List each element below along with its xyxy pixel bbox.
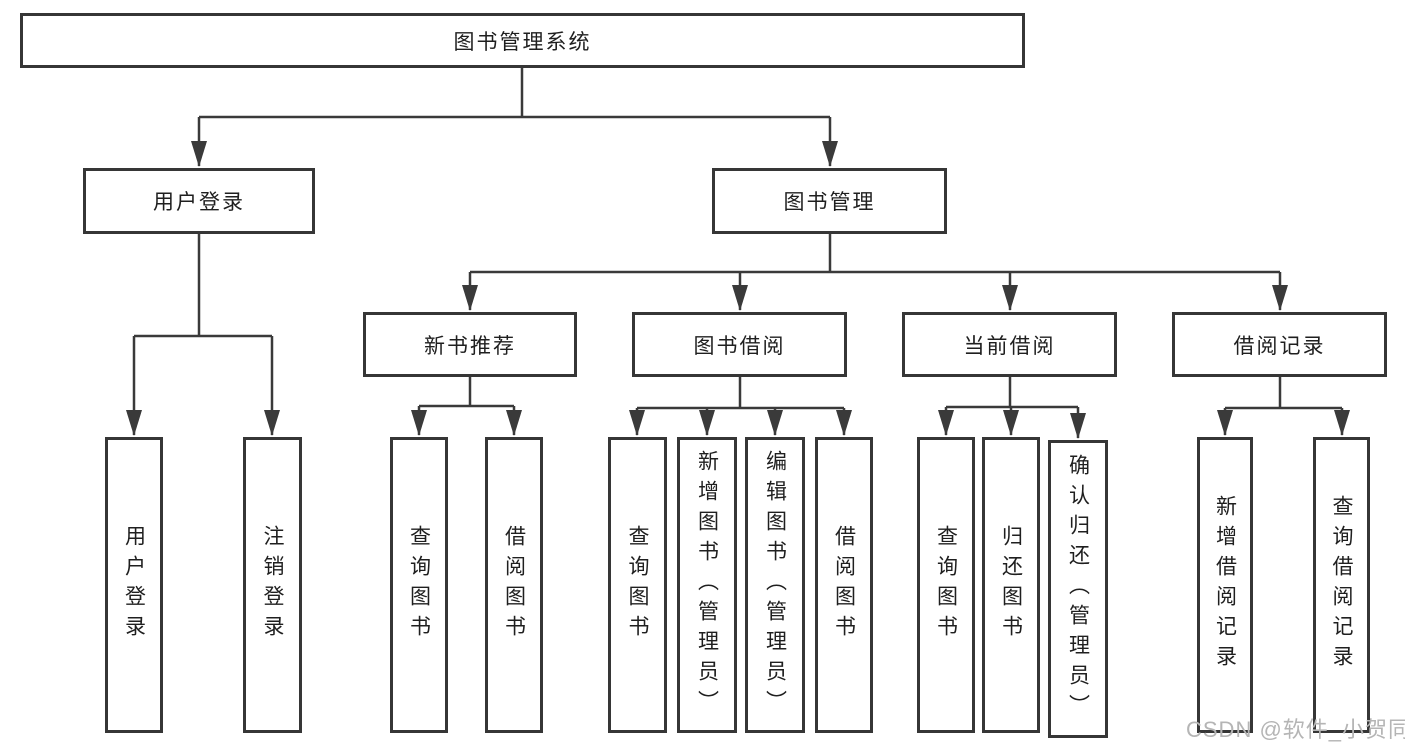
leaf-logout: 注销登录 bbox=[243, 437, 302, 733]
leaf-user-login-label: 用户登录 bbox=[122, 525, 146, 645]
leaf-query-borrow-record-label: 查询借阅记录 bbox=[1330, 495, 1353, 675]
leaf-return-books: 归还图书 bbox=[982, 437, 1040, 733]
connector-book-mgmt-split bbox=[470, 234, 1280, 274]
leaf-query-books-recommend: 查询图书 bbox=[390, 437, 448, 733]
connector-user-login-split bbox=[134, 234, 272, 338]
node-book-borrowing: 图书借阅 bbox=[632, 312, 847, 377]
leaf-logout-label: 注销登录 bbox=[261, 525, 284, 645]
leaf-borrow-books-recommend-label: 借阅图书 bbox=[502, 525, 526, 645]
leaf-confirm-return-admin: 确认归还（管理员） bbox=[1048, 440, 1108, 738]
leaf-add-borrow-record-label: 新增借阅记录 bbox=[1213, 495, 1237, 675]
leaf-query-books-borrowing: 查询图书 bbox=[608, 437, 667, 733]
leaf-query-books-current: 查询图书 bbox=[917, 437, 975, 733]
csdn-watermark: CSDN @软件_小贺同学 bbox=[1186, 717, 1405, 742]
leaf-query-books-borrowing-label: 查询图书 bbox=[626, 525, 649, 645]
leaf-edit-books-admin: 编辑图书（管理员） bbox=[745, 437, 805, 733]
connector-new-book-split bbox=[419, 377, 514, 408]
leaf-query-borrow-record: 查询借阅记录 bbox=[1313, 437, 1370, 733]
leaf-borrow-books-recommend: 借阅图书 bbox=[485, 437, 543, 733]
leaf-borrow-books-label: 借阅图书 bbox=[832, 525, 856, 645]
connector-book-borrow-split bbox=[637, 377, 844, 410]
leaf-add-borrow-record: 新增借阅记录 bbox=[1197, 437, 1253, 733]
connector-current-borrow-split bbox=[946, 377, 1078, 409]
leaf-add-books-admin-label: 新增图书（管理员） bbox=[695, 450, 719, 720]
node-new-book-recommend-label: 新书推荐 bbox=[424, 334, 516, 358]
node-current-borrowing-label: 当前借阅 bbox=[963, 334, 1056, 358]
node-book-management: 图书管理 bbox=[712, 168, 947, 234]
leaf-user-login: 用户登录 bbox=[105, 437, 163, 733]
leaf-return-books-label: 归还图书 bbox=[999, 525, 1023, 645]
node-book-management-system-label: 图书管理系统 bbox=[453, 30, 592, 54]
node-user-login: 用户登录 bbox=[83, 168, 315, 234]
leaf-query-books-recommend-label: 查询图书 bbox=[407, 525, 431, 645]
leaf-confirm-return-admin-label: 确认归还（管理员） bbox=[1066, 454, 1090, 724]
leaf-borrow-books: 借阅图书 bbox=[815, 437, 873, 733]
node-borrowing-records-label: 借阅记录 bbox=[1233, 334, 1326, 358]
node-borrowing-records: 借阅记录 bbox=[1172, 312, 1387, 377]
leaf-query-books-current-label: 查询图书 bbox=[934, 525, 958, 645]
node-user-login-label: 用户登录 bbox=[153, 191, 245, 214]
node-book-borrowing-label: 图书借阅 bbox=[693, 334, 786, 358]
node-current-borrowing: 当前借阅 bbox=[902, 312, 1117, 377]
node-book-management-system: 图书管理系统 bbox=[20, 13, 1025, 68]
leaf-add-books-admin: 新增图书（管理员） bbox=[677, 437, 737, 733]
node-book-management-label: 图书管理 bbox=[783, 191, 876, 214]
node-new-book-recommend: 新书推荐 bbox=[363, 312, 577, 377]
leaf-edit-books-admin-label: 编辑图书（管理员） bbox=[763, 450, 787, 720]
connector-borrow-record-split bbox=[1225, 377, 1342, 410]
connector-root-split bbox=[199, 68, 830, 119]
